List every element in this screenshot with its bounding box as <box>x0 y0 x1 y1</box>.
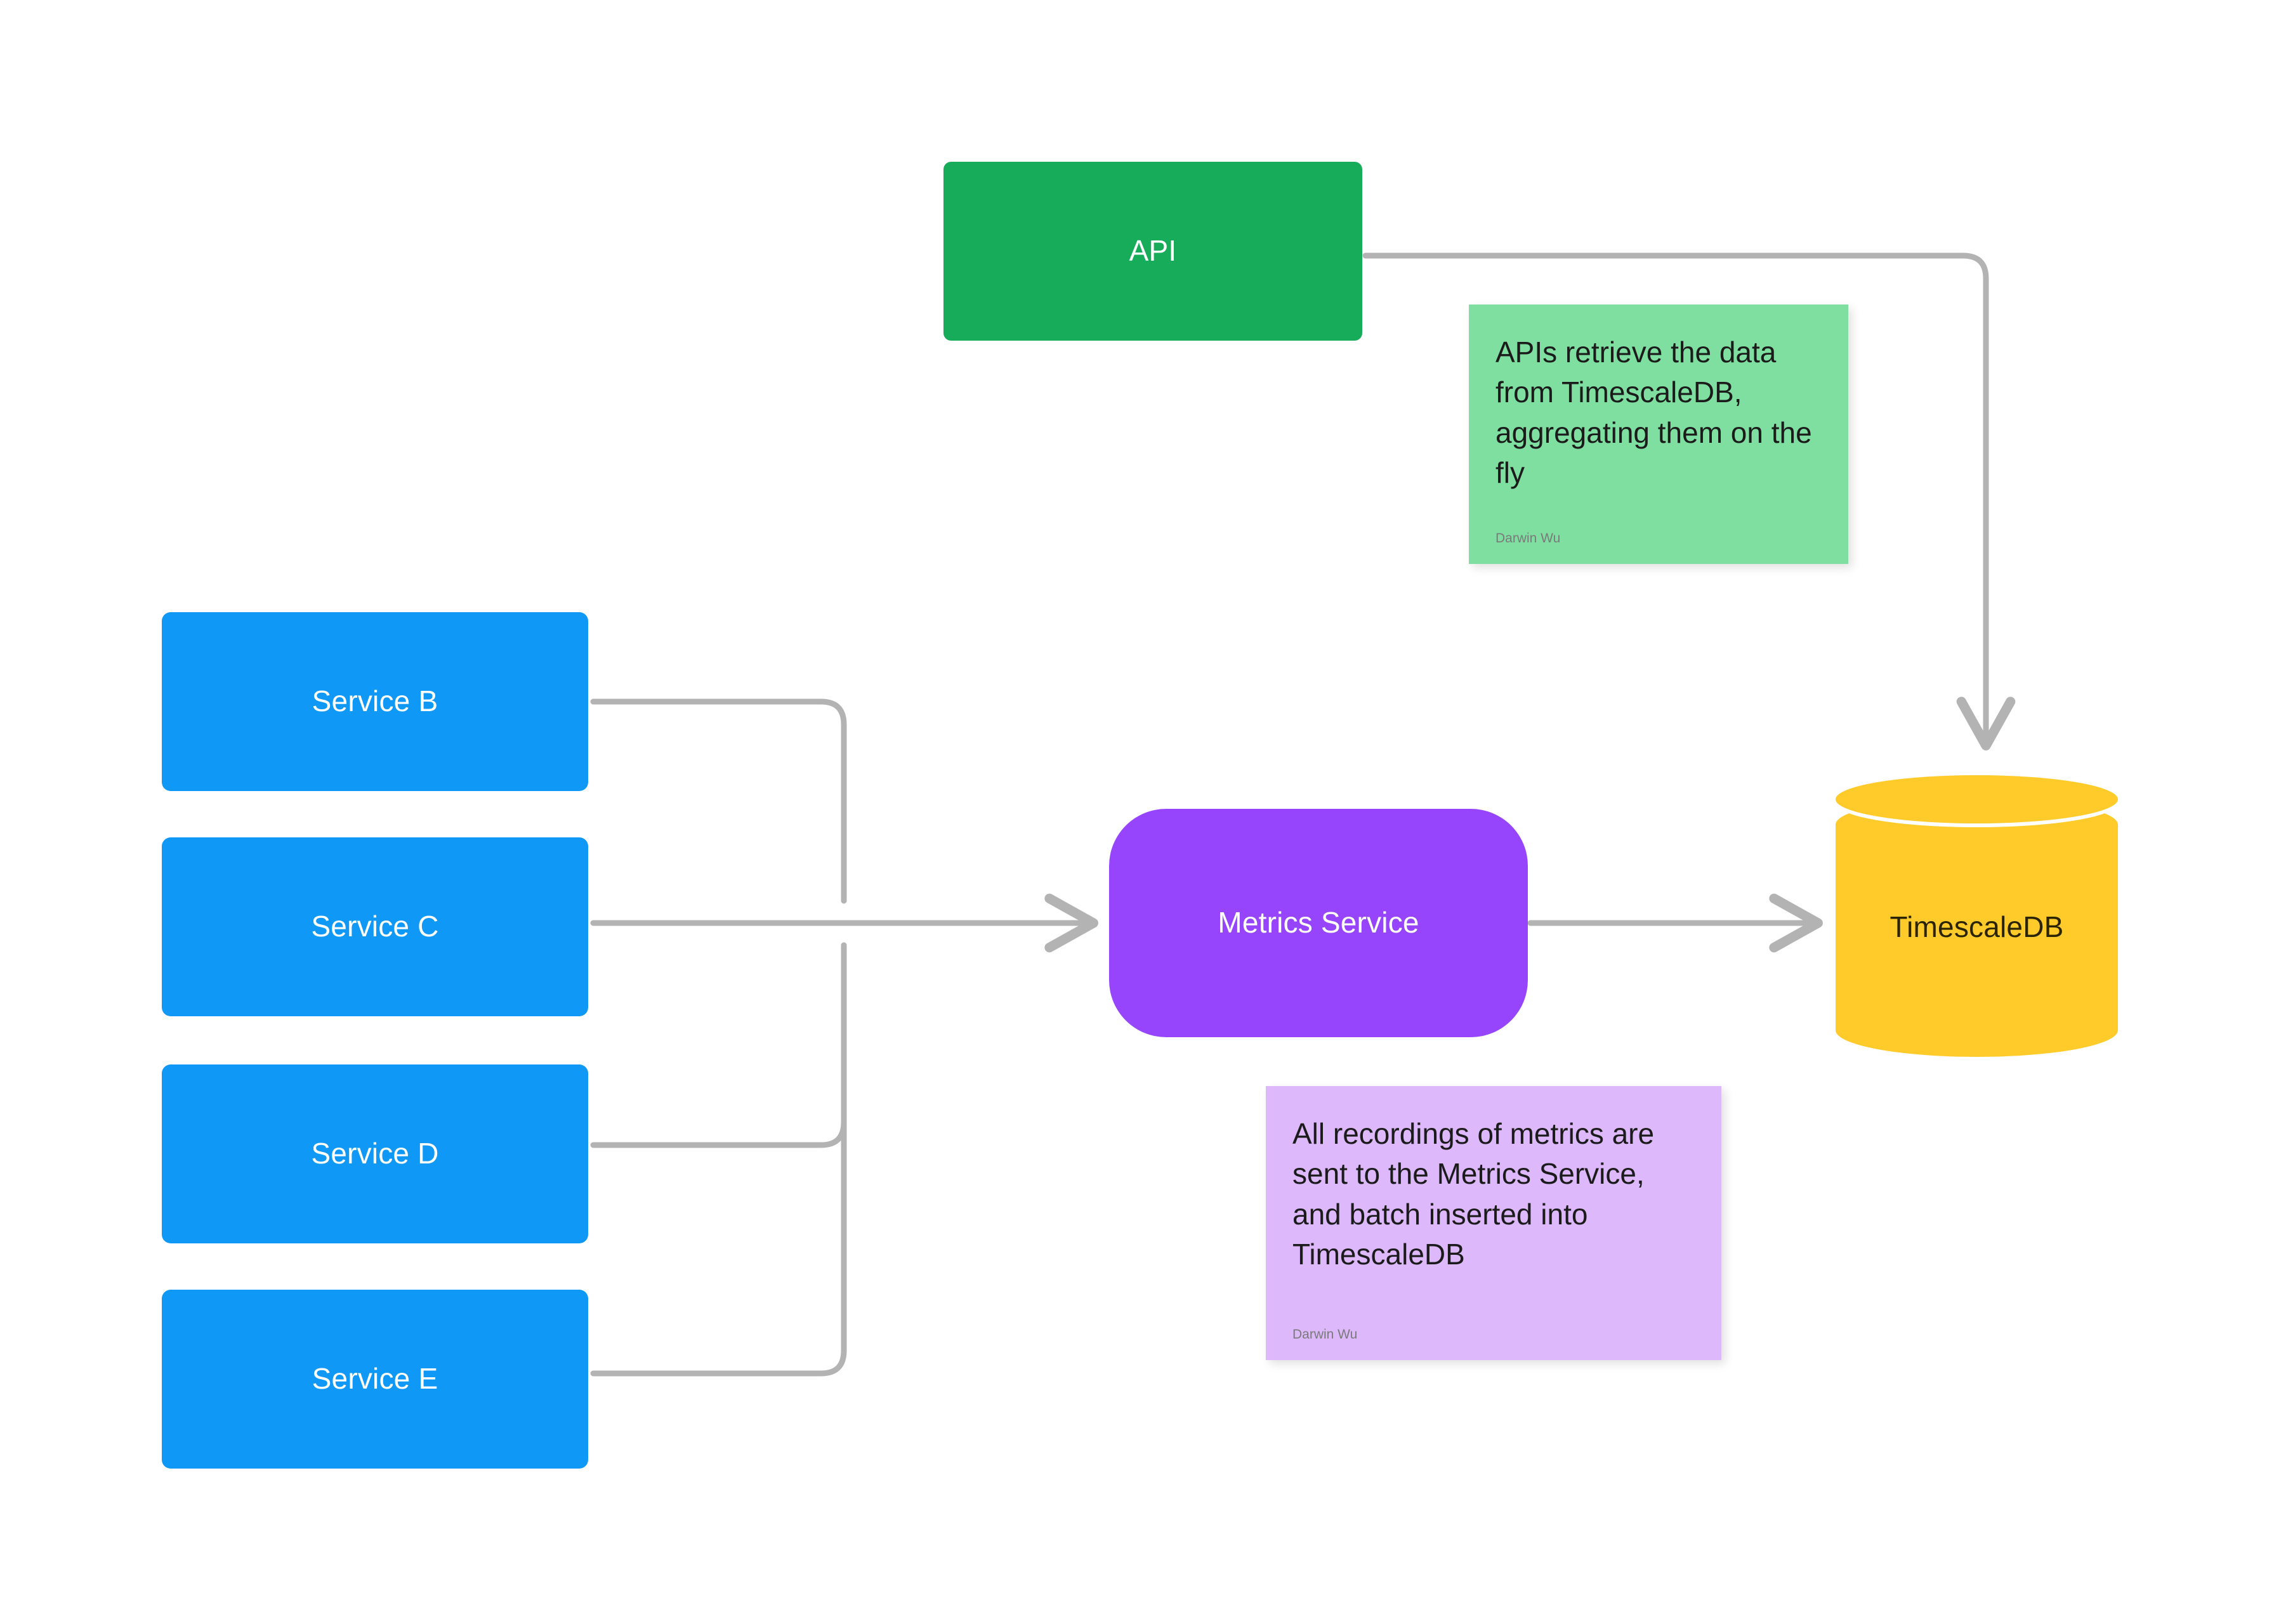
node-service-b-label: Service B <box>312 684 438 718</box>
cylinder-top-ellipse-shape <box>1836 775 2118 823</box>
sticky-note-api-text: APIs retrieve the data from TimescaleDB,… <box>1495 336 1812 490</box>
edge-service-e-to-metrics <box>590 942 847 1377</box>
sticky-note-metrics-author: Darwin Wu <box>1292 1327 1358 1342</box>
edge-api-to-database <box>1362 252 2016 750</box>
sticky-note-metrics[interactable]: All recordings of metrics are sent to th… <box>1266 1086 1721 1360</box>
node-service-e-label: Service E <box>312 1362 438 1396</box>
node-service-b[interactable]: Service B <box>162 612 588 791</box>
edge-service-b-to-metrics <box>590 698 847 904</box>
node-api-label: API <box>1129 234 1177 268</box>
edge-service-d-to-metrics <box>590 942 847 1148</box>
sticky-note-api[interactable]: APIs retrieve the data from TimescaleDB,… <box>1469 304 1848 564</box>
node-metrics-service-label: Metrics Service <box>1218 906 1419 940</box>
cylinder-body-shape <box>1836 798 2118 1057</box>
node-service-c-label: Service C <box>311 910 439 943</box>
node-service-c[interactable]: Service C <box>162 837 588 1016</box>
sticky-note-metrics-text: All recordings of metrics are sent to th… <box>1292 1117 1655 1271</box>
node-service-e[interactable]: Service E <box>162 1290 588 1469</box>
node-service-d-label: Service D <box>311 1137 439 1170</box>
node-timescaledb[interactable]: TimescaleDB <box>1836 775 2118 1080</box>
node-api[interactable]: API <box>943 162 1362 341</box>
node-timescaledb-label: TimescaleDB <box>1890 910 2064 944</box>
node-metrics-service[interactable]: Metrics Service <box>1109 809 1528 1037</box>
sticky-note-api-author: Darwin Wu <box>1495 531 1561 546</box>
node-service-d[interactable]: Service D <box>162 1064 588 1243</box>
